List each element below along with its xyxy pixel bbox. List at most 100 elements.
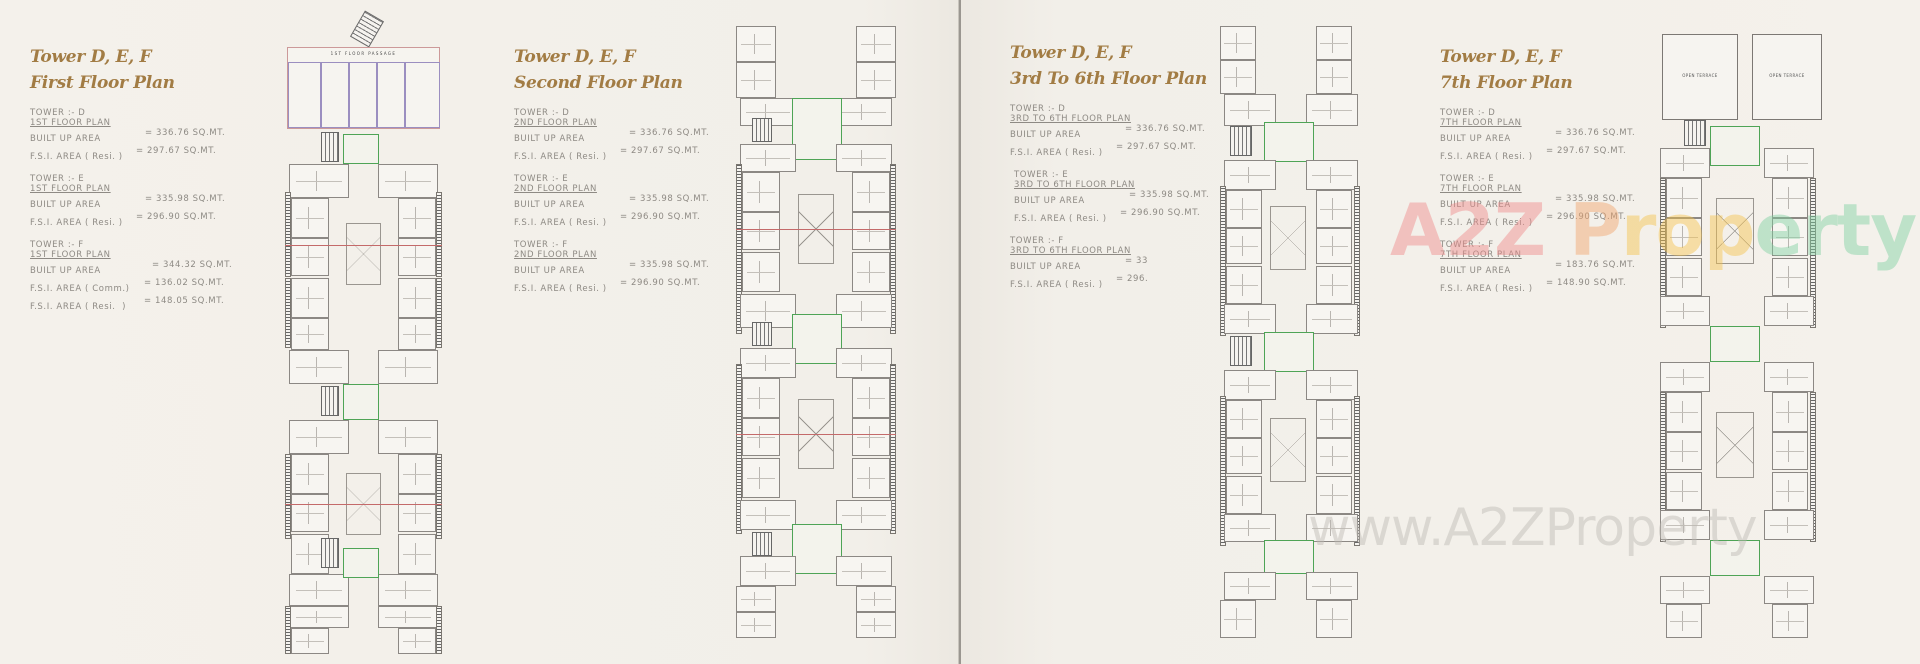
- living-room: [1306, 514, 1358, 542]
- lobby-core: [1710, 126, 1760, 166]
- bedroom: [1316, 190, 1352, 228]
- bedroom: [398, 454, 436, 494]
- balcony: [1810, 392, 1816, 542]
- bedroom: [1666, 218, 1702, 256]
- bedroom: [742, 172, 780, 212]
- bedroom: [398, 494, 436, 532]
- area-specs: TOWER :- D 2ND FLOOR PLAN BUILT UP AREA=…: [514, 108, 709, 296]
- bedroom: [736, 62, 776, 98]
- apartment-unit: [289, 420, 349, 454]
- balcony: [1354, 396, 1360, 546]
- area-value: = 148.90 SQ.MT.: [1546, 278, 1627, 288]
- area-value: = 296.90 SQ.MT.: [620, 278, 701, 288]
- lobby-core: [792, 98, 842, 160]
- area-label: BUILT UP AREA: [1440, 134, 1511, 144]
- panel-title-line1: Tower D, E, F: [1440, 47, 1562, 67]
- panel-title-line2: First Floor Plan: [30, 73, 175, 93]
- bedroom: [1772, 432, 1808, 470]
- plan-name: 3RD TO 6TH FLOOR PLAN: [1010, 114, 1131, 124]
- shop-unit: [288, 62, 321, 128]
- balcony: [1220, 186, 1226, 336]
- bedroom: [1316, 228, 1352, 264]
- area-value: = 335.98 SQ.MT.: [629, 194, 710, 204]
- bedroom: [1316, 438, 1352, 474]
- bedroom: [1226, 438, 1262, 474]
- first-floor-info: Tower D, E, F First Floor Plan TOWER :- …: [30, 44, 232, 324]
- duct-shaft: [1716, 198, 1754, 264]
- tower-name: TOWER :- E: [514, 174, 569, 184]
- bedroom: [856, 586, 896, 612]
- bedroom: [1316, 60, 1352, 94]
- bedroom: [742, 458, 780, 498]
- living-room: [1660, 362, 1710, 392]
- plan-name: 7TH FLOOR PLAN: [1440, 184, 1522, 194]
- bedroom: [291, 628, 329, 654]
- apartment-unit: [289, 350, 349, 384]
- terrace-label: OPEN TERRACE: [1682, 72, 1718, 78]
- third-to-sixth-floor-info: Tower D, E, F 3rd To 6th Floor Plan TOWE…: [1010, 40, 1209, 302]
- area-label: F.S.I. AREA ( Resi. ): [514, 152, 607, 162]
- bedroom: [852, 458, 890, 498]
- tower-f-spec: TOWER :- F 7TH FLOOR PLAN BUILT UP AREA=…: [1440, 240, 1635, 296]
- area-value: = 336.76 SQ.MT.: [1125, 124, 1206, 134]
- tower-name: TOWER :- E: [1440, 174, 1495, 184]
- divider-line: [285, 504, 442, 505]
- living-room: [1224, 572, 1276, 600]
- bedroom: [398, 238, 436, 276]
- bedroom: [398, 198, 436, 238]
- area-label: BUILT UP AREA: [1014, 196, 1085, 206]
- area-value: = 297.67 SQ.MT.: [1116, 142, 1197, 152]
- area-specs: TOWER :- D 3RD TO 6TH FLOOR PLAN BUILT U…: [1010, 104, 1209, 292]
- area-value: = 296.90 SQ.MT.: [620, 212, 701, 222]
- lobby-core: [343, 548, 379, 578]
- bedroom: [1226, 228, 1262, 264]
- staircase: [1230, 126, 1252, 156]
- bedroom: [1226, 266, 1262, 304]
- plan-name: 7TH FLOOR PLAN: [1440, 250, 1522, 260]
- area-value: = 136.02 SQ.MT.: [144, 278, 225, 288]
- living-room: [1660, 576, 1710, 604]
- area-label: BUILT UP AREA: [1010, 130, 1081, 140]
- panel-title-line1: Tower D, E, F: [30, 47, 152, 67]
- living-room: [836, 500, 892, 530]
- area-value: = 297.67 SQ.MT.: [136, 146, 217, 156]
- bedroom: [1666, 472, 1702, 510]
- staircase: [752, 532, 772, 556]
- plan-name: 3RD TO 6TH FLOOR PLAN: [1010, 246, 1131, 256]
- bedroom: [1772, 178, 1808, 218]
- bedroom: [1226, 190, 1262, 228]
- lobby-core: [792, 524, 842, 574]
- living-room: [1306, 572, 1358, 600]
- staircase: [1684, 120, 1706, 146]
- tower-f-spec: TOWER :- F 1ST FLOOR PLAN BUILT UP AREA=…: [30, 240, 232, 314]
- bedroom: [742, 252, 780, 292]
- living-room: [1306, 370, 1358, 400]
- staircase: [321, 538, 339, 568]
- duct-shaft: [1270, 206, 1306, 270]
- living-room: [836, 144, 892, 172]
- bedroom: [856, 612, 896, 638]
- shop-unit: [405, 62, 440, 128]
- bedroom: [291, 238, 329, 276]
- panel-title-line1: Tower D, E, F: [1010, 43, 1132, 63]
- area-value: = 335.98 SQ.MT.: [629, 260, 710, 270]
- area-label: BUILT UP AREA: [30, 134, 101, 144]
- open-terrace: OPEN TERRACE: [1752, 34, 1822, 120]
- bedroom: [852, 252, 890, 292]
- area-label: BUILT UP AREA: [1440, 266, 1511, 276]
- tower-name: TOWER :- F: [30, 240, 84, 250]
- area-label: BUILT UP AREA: [1440, 200, 1511, 210]
- balcony: [436, 192, 442, 277]
- lobby-core: [1264, 540, 1314, 574]
- bedroom: [736, 612, 776, 638]
- bedroom: [398, 534, 436, 574]
- seventh-floor-plan-drawing: OPEN TERRACE OPEN TERRACE: [1660, 32, 1822, 640]
- bedroom: [1772, 258, 1808, 296]
- apartment-unit: [378, 164, 438, 198]
- bedroom: [1316, 266, 1352, 304]
- staircase: [321, 132, 339, 162]
- area-label: F.S.I. AREA ( Resi. ): [1440, 218, 1533, 228]
- living-room: [740, 556, 796, 586]
- tower-name: TOWER :- E: [1014, 170, 1069, 180]
- bedroom: [1772, 604, 1808, 638]
